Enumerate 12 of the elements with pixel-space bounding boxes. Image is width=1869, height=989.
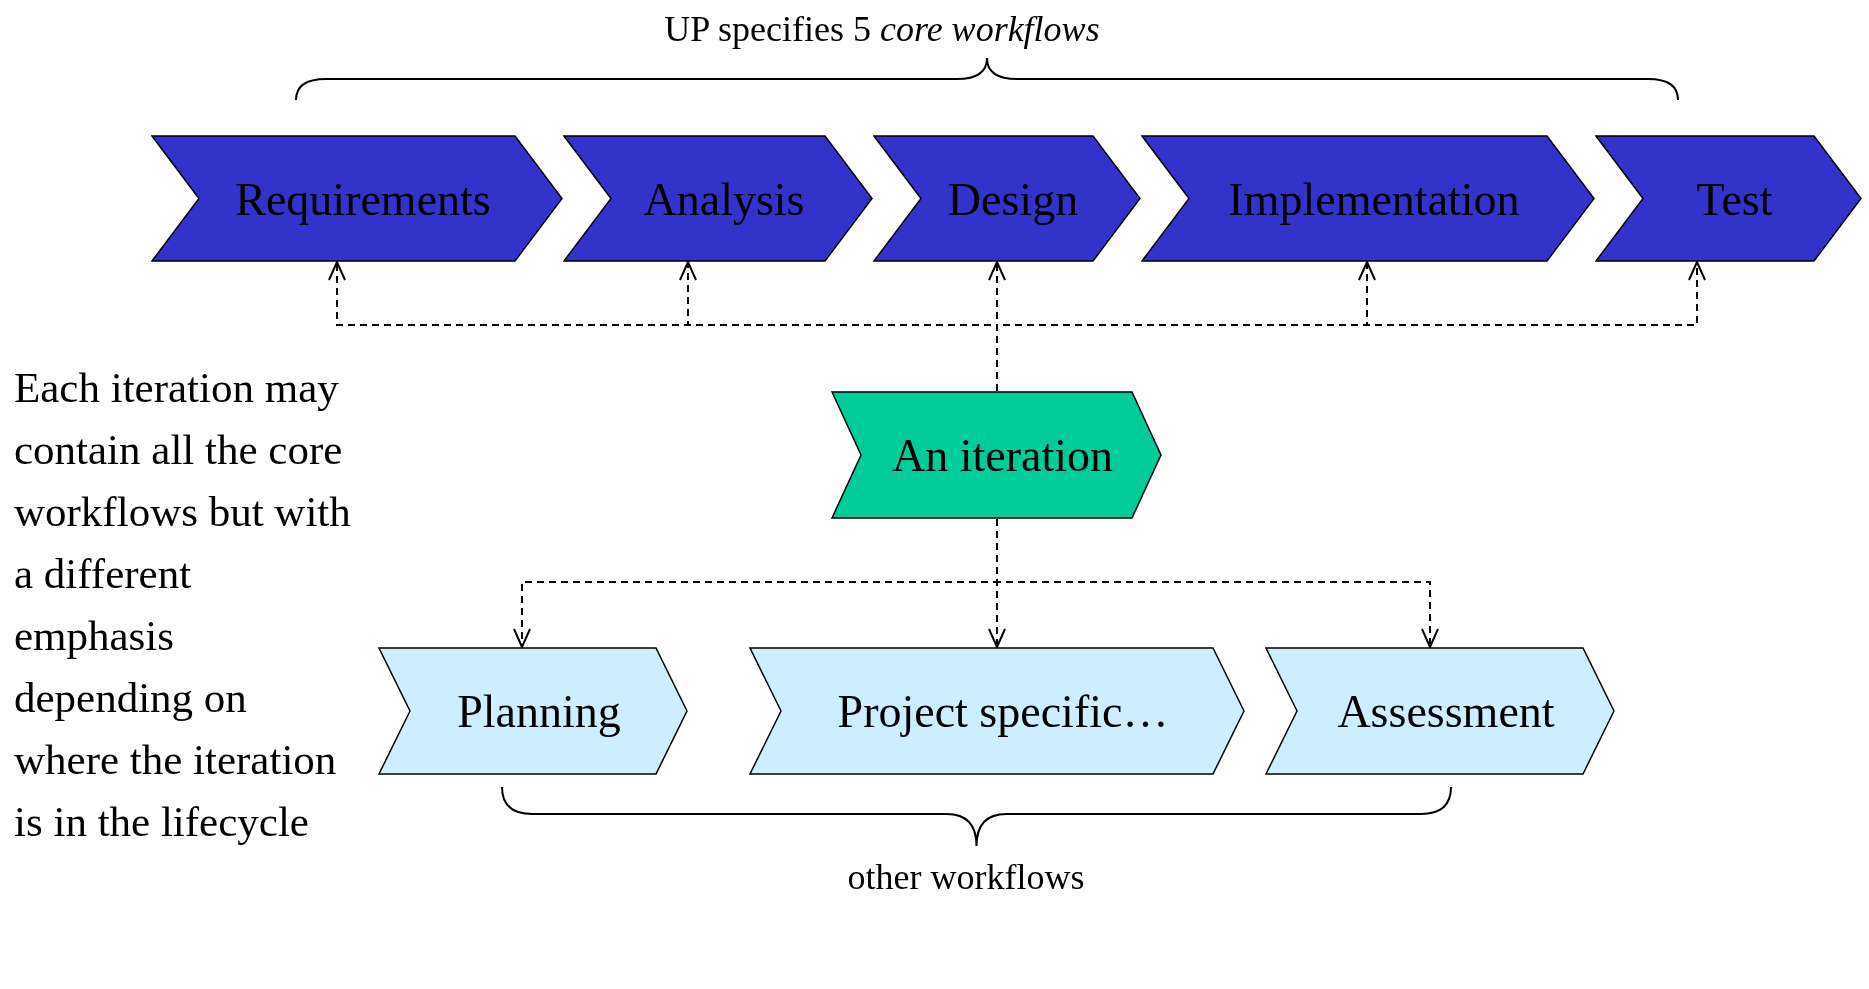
note-text: Each iteration may contain all the core workflows but with a different emphasis depending on where the iteration is in the lifecycle bbox=[14, 363, 352, 847]
brace-label: UP specifies 5 core workflows bbox=[664, 8, 1100, 50]
step-label: Design bbox=[947, 172, 1079, 225]
step-label: Implementation bbox=[1228, 172, 1520, 225]
step-label: Project specific… bbox=[837, 684, 1169, 738]
step-label: Planning bbox=[457, 684, 621, 738]
step-label: Assessment bbox=[1337, 684, 1555, 738]
brace-label: other workflows bbox=[847, 856, 1085, 898]
step-label: Requirements bbox=[235, 172, 491, 225]
step-label: Analysis bbox=[643, 172, 805, 225]
step-label: An iteration bbox=[892, 428, 1113, 482]
step-label: Test bbox=[1696, 172, 1773, 225]
